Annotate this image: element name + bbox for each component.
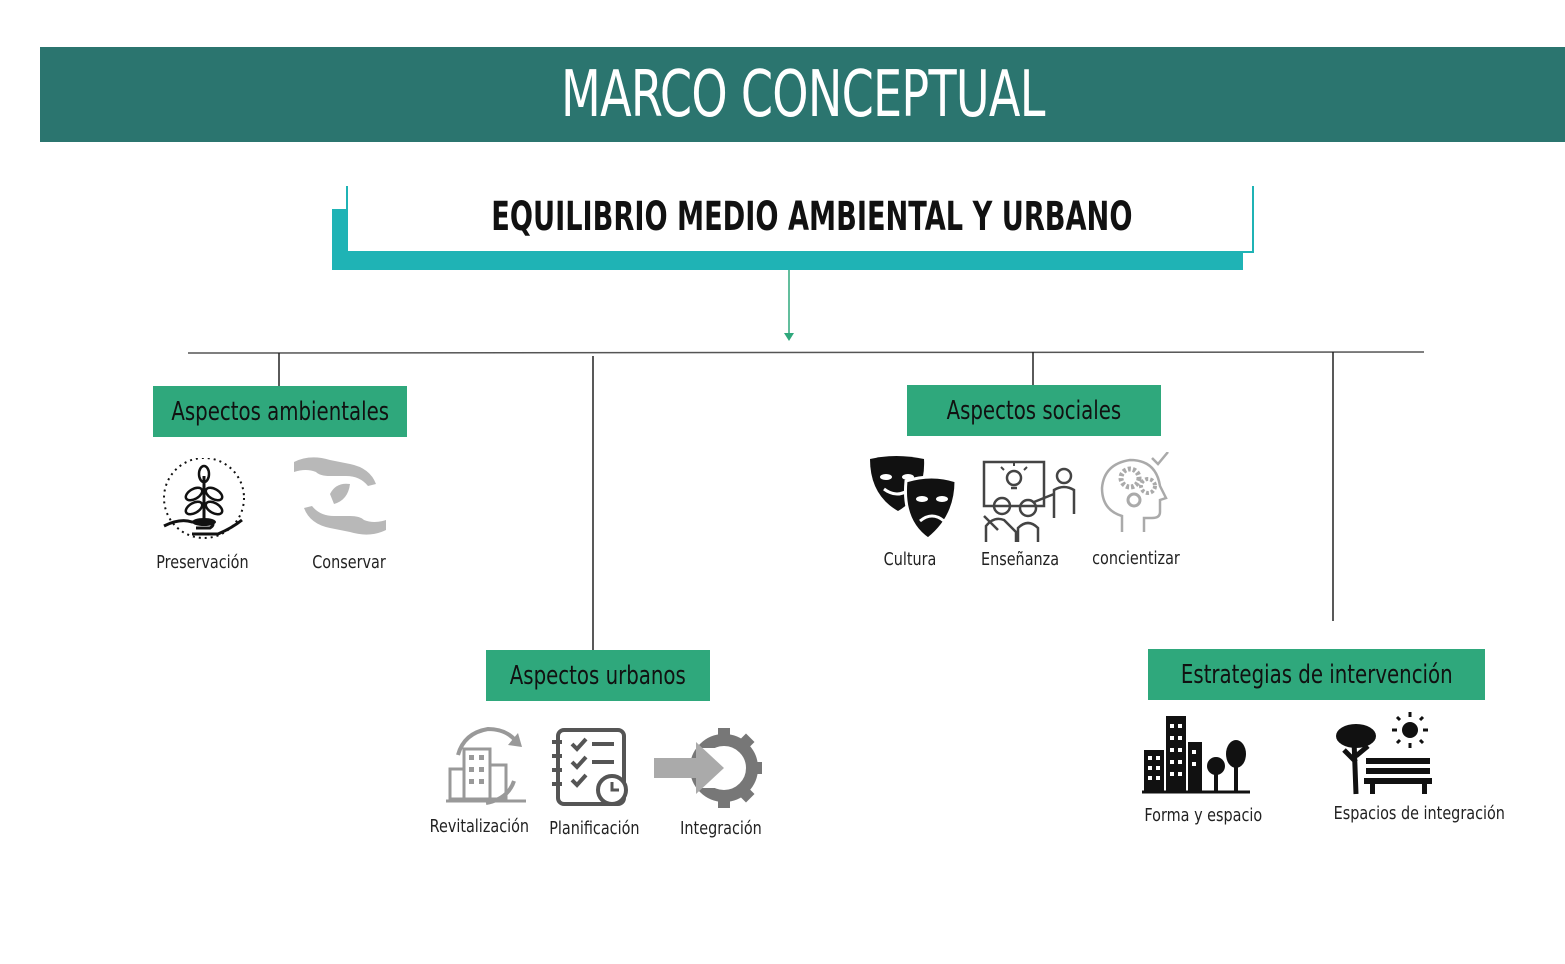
item-label-ensenanza: Enseñanza — [980, 549, 1060, 570]
hand-plant-icon — [163, 458, 245, 539]
category-aspectos-sociales: Aspectos sociales — [907, 385, 1161, 436]
category-estrategias-intervencion: Estrategias de intervención — [1148, 649, 1485, 700]
main-node-frame — [346, 186, 1254, 253]
item-label-forma-espacio: Forma y espacio — [1144, 805, 1263, 826]
main-node: EQUILIBRIO MEDIO AMBIENTAL Y URBANO — [332, 186, 1254, 270]
main-node-title: EQUILIBRIO MEDIO AMBIENTAL Y URBANO — [491, 194, 1133, 240]
item-label-cultura: Cultura — [883, 549, 937, 570]
checklist-clock-icon — [552, 728, 628, 806]
category-label: Aspectos urbanos — [510, 660, 687, 691]
city-cycle-icon — [446, 726, 526, 805]
category-label: Aspectos ambientales — [171, 396, 389, 427]
arrow-head — [784, 333, 794, 341]
city-trees-icon — [1142, 716, 1250, 794]
item-label-planificacion: Planificación — [549, 818, 640, 839]
head-gears-icon — [1100, 452, 1169, 532]
item-label-revitalizacion: Revitalización — [429, 816, 530, 837]
hands-leaf-icon — [294, 457, 386, 535]
category-label: Estrategias de intervención — [1180, 659, 1453, 690]
teacher-board-icon — [982, 460, 1076, 542]
arrow-gear-icon — [654, 728, 762, 808]
title-banner: MARCO CONCEPTUAL — [40, 47, 1565, 142]
category-label: Aspectos sociales — [946, 395, 1122, 426]
item-label-preservacion: Preservación — [156, 552, 249, 573]
horizontal-connector — [187, 351, 1425, 354]
item-label-concientizar: concientizar — [1092, 548, 1180, 569]
item-label-conservar: Conservar — [312, 552, 386, 573]
category-aspectos-urbanos: Aspectos urbanos — [486, 650, 710, 701]
theater-masks-icon — [870, 456, 958, 541]
page-title: MARCO CONCEPTUAL — [560, 57, 1045, 132]
item-label-espacios-integracion: Espacios de integración — [1333, 803, 1505, 824]
park-bench-icon — [1336, 712, 1432, 795]
item-label-integracion: Integración — [680, 818, 762, 839]
category-aspectos-ambientales: Aspectos ambientales — [153, 386, 407, 437]
